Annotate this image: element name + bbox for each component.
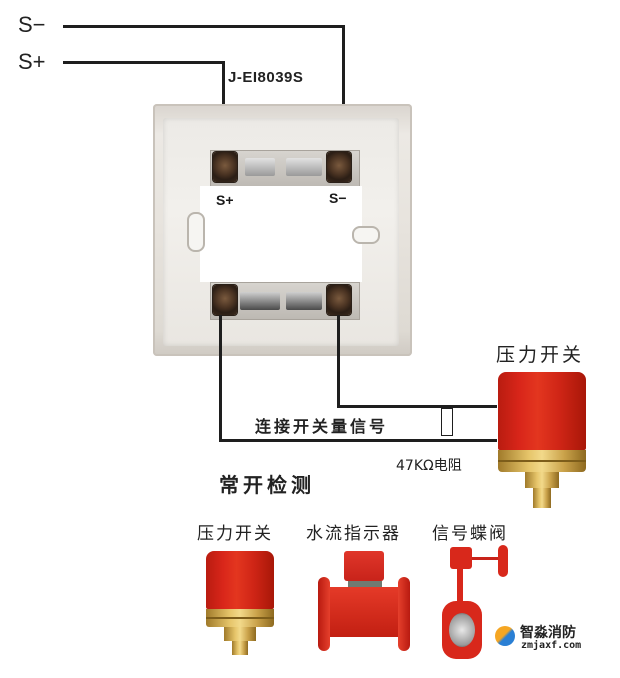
terminal-screw-top-right — [327, 152, 351, 182]
terminal-screw-bottom-right — [327, 285, 351, 315]
watermark-url: zmjaxf.com — [521, 640, 582, 651]
terminal-screw-bottom-left — [213, 285, 237, 315]
device-label-water-flow-indicator: 水流指示器 — [306, 524, 401, 544]
watermark-name: 智淼消防 — [520, 625, 576, 641]
water-flow-indicator-icon — [318, 551, 410, 656]
module-model-label: J-EI8039S — [228, 69, 304, 86]
mounting-slot-right — [352, 226, 380, 244]
mounting-slot-left — [187, 212, 205, 252]
wire-s-plus-horizontal — [63, 61, 225, 64]
terminal-clip — [286, 158, 322, 176]
terminal-clip — [286, 292, 322, 310]
module-label-card — [200, 186, 362, 282]
terminal-clip — [240, 292, 280, 310]
wire-bottom-right-vertical — [337, 315, 340, 407]
terminal-screw-top-left — [213, 152, 237, 182]
watermark-logo-icon — [495, 626, 515, 646]
terminal-label-s-plus: S+ — [216, 192, 234, 208]
wire-s-minus-horizontal — [63, 25, 344, 28]
section-title: 常开检测 — [219, 473, 315, 497]
signal-butterfly-valve-icon — [440, 545, 520, 665]
wire-bottom-right-horizontal — [337, 405, 497, 408]
device-label-pressure-switch: 压力开关 — [197, 524, 273, 544]
wire-bottom-left-vertical — [219, 315, 222, 441]
wire-s-minus-vertical — [342, 25, 345, 157]
signal-label-s-minus: S− — [18, 12, 46, 37]
terminal-clip — [245, 158, 275, 176]
wire-bottom-left-horizontal — [219, 439, 497, 442]
pressure-switch-label: 压力开关 — [496, 344, 585, 366]
terminal-label-s-minus: S− — [329, 190, 347, 206]
resistor-label: 47KΩ电阻 — [396, 458, 462, 474]
signal-label-s-plus: S+ — [18, 49, 46, 74]
connection-label: 连接开关量信号 — [255, 417, 389, 436]
device-label-signal-butterfly-valve: 信号蝶阀 — [432, 524, 508, 544]
pressure-switch-icon — [206, 551, 276, 656]
resistor-icon — [441, 408, 453, 436]
pressure-switch-icon — [498, 372, 588, 512]
